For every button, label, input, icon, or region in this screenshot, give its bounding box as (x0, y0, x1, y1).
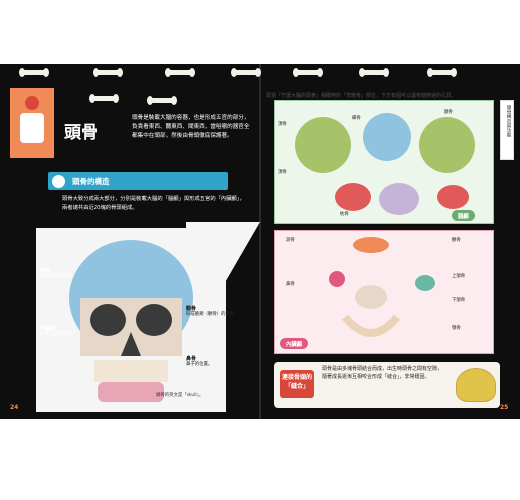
label-zygomatic: 顴骨 形成臉頰（顴骨）的骨骼。 (186, 306, 239, 317)
right-header-text: 頭頂「守護大腦的頭骨」相關用的「穹隆骨」部位，下方有個可以讓脊髓穿過的孔洞。 (266, 93, 457, 99)
bone-decoration (427, 68, 457, 77)
pink-label-2: 鼻骨 (286, 282, 295, 287)
neurocranium-illustration (295, 113, 475, 215)
side-tab: 頭骨構造與功能 (500, 100, 514, 160)
visceral-cranium-illustration (329, 237, 435, 337)
body-skeleton-icon (10, 88, 54, 158)
bone-decoration (93, 68, 123, 77)
label-nasal: 鼻骨 鼻子的位置。 (186, 356, 213, 367)
neurocranium-tag: 腦顱 (452, 210, 475, 221)
caption: 頭骨的英文是「skull」。 (156, 393, 204, 398)
visceral-cranium-tag: 內臟顱 (280, 338, 309, 349)
body-paragraph: 頭骨大致分成兩大部分，分別是裝載大腦的「腦顱」與形成五官的「內臟顱」，兩者總共由… (62, 196, 245, 211)
neurocranium-panel (274, 100, 494, 224)
section-title: 頭骨的構造 (48, 172, 228, 190)
bone-decoration (165, 68, 195, 77)
page-number-right: 25 (500, 404, 509, 411)
page-title: 頭骨 (64, 123, 98, 143)
skull-panel (36, 228, 226, 412)
pink-label-6: 顎骨 (452, 326, 461, 331)
label-parietal: 頂骨 形成大腦的骨骼。 (40, 268, 76, 279)
green-label-2: 頂骨 (278, 170, 287, 175)
label-visceral-cranium: 內臟顱 形成五官的骨骼。 (40, 326, 76, 337)
bone-decoration (231, 68, 261, 77)
green-label-4: 額骨 (444, 110, 453, 115)
skull-illustration (69, 240, 193, 402)
green-label-3: 蝶骨 (352, 116, 361, 121)
pink-label-5: 下頷骨 (452, 298, 466, 303)
pink-label-1: 淚骨 (286, 238, 295, 243)
bone-decoration (89, 94, 119, 103)
green-label-1: 頂骨 (278, 122, 287, 127)
skull-top-illustration (456, 368, 496, 402)
visceral-cranium-panel (274, 230, 494, 354)
green-label-5: 枕骨 (340, 212, 349, 217)
page-gutter (259, 64, 261, 419)
intro-paragraph: 頭骨是裝載大腦的容器，也是形成五官的部分，負責看東西、聽東西、聞東西，當咀嚼的器… (132, 115, 250, 139)
suture-label: 連接骨頭的「縫合」 (280, 370, 314, 398)
bullet-icon (52, 175, 65, 188)
page-number-left: 24 (10, 404, 19, 411)
bone-decoration (359, 68, 389, 77)
suture-text: 頭骨是由多塊骨頭結合而成，出生時頭骨之間有空隙，隨著成長逐漸互相咬合形成「縫合」… (322, 366, 443, 380)
pink-label-3: 顴骨 (452, 238, 461, 243)
bone-decoration (293, 68, 323, 77)
pink-label-4: 上頷骨 (452, 274, 466, 279)
bone-decoration (19, 68, 49, 77)
bone-decoration (147, 96, 177, 105)
